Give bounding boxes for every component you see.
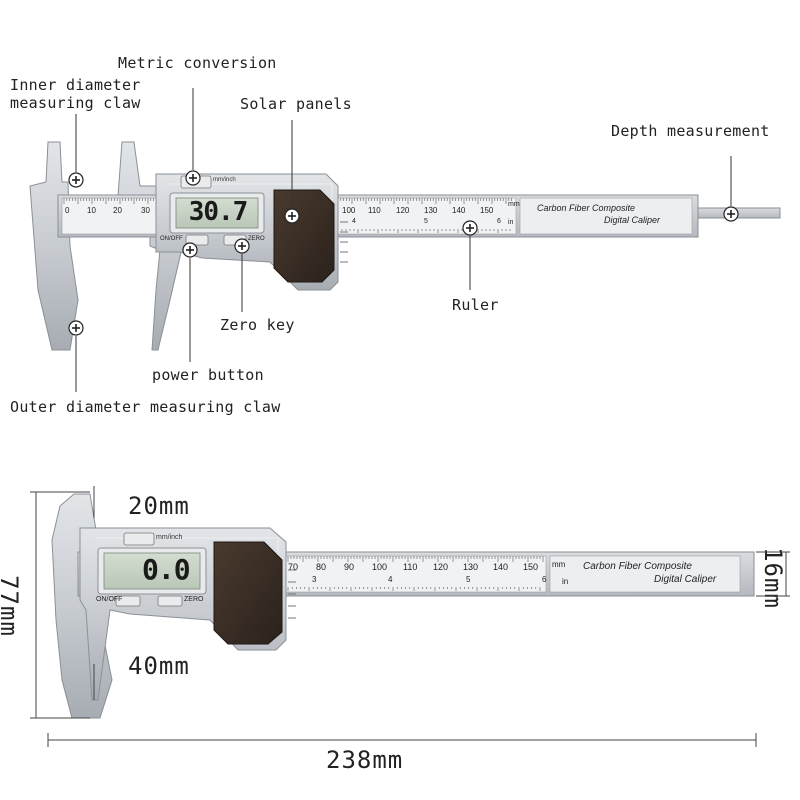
top-inch-0: 4: [352, 218, 356, 225]
bottom-scale-3: 100: [372, 562, 388, 572]
callout-target-icon: [68, 172, 84, 188]
label-solar-panels: Solar panels: [240, 95, 352, 113]
top-scale-right-1: 110: [368, 206, 381, 215]
bottom-scale-5: 120: [433, 562, 449, 572]
top-on-off-label: ON/OFF: [160, 236, 183, 242]
bottom-mm-inch-button[interactable]: [123, 532, 155, 546]
bottom-scale-0: 70: [288, 562, 299, 572]
top-lcd-value: 30.7: [188, 197, 249, 227]
callout-target-icon: [462, 220, 478, 236]
top-solar-panel: [273, 189, 335, 283]
bottom-on-off-label: ON/OFF: [96, 596, 123, 603]
label-inner-claw-2: measuring claw: [10, 94, 141, 112]
bottom-solar-panel: [213, 541, 283, 645]
top-scale-right-2: 120: [396, 206, 410, 215]
bottom-inch-0: 3: [312, 575, 317, 584]
bottom-mm-inch-label: mm/inch: [156, 534, 183, 541]
bottom-scale-7: 140: [493, 562, 509, 572]
bottom-scale-4: 110: [403, 562, 418, 572]
bottom-scale-8: 150: [523, 562, 539, 572]
top-mm-inch-label: mm/inch: [213, 177, 236, 183]
depth-rod: [697, 207, 781, 219]
dim-claw-bottom: 40mm: [128, 652, 190, 680]
bottom-mm-unit: mm: [552, 560, 566, 569]
top-scale-left-2: 20: [113, 206, 122, 215]
dim-claw-top: 20mm: [128, 492, 190, 520]
top-scale-right-4: 140: [452, 206, 466, 215]
label-outer-claw: Outer diameter measuring claw: [10, 398, 281, 416]
top-mm-unit: mm: [508, 201, 520, 208]
bottom-inch-1: 4: [388, 575, 393, 584]
bottom-on-off-button[interactable]: [115, 595, 141, 607]
top-scale-right-5: 150: [480, 206, 494, 215]
callout-target-icon: [234, 238, 250, 254]
callout-target-icon: [723, 206, 739, 222]
top-in-unit: in: [508, 219, 514, 226]
bottom-lcd-value: 0.0: [142, 553, 191, 586]
bottom-inch-3: 6: [542, 575, 547, 584]
top-fixed-jaw: [29, 141, 79, 351]
bottom-inch-2: 5: [466, 575, 471, 584]
top-inch-1: 5: [424, 218, 428, 225]
bottom-in-unit: in: [562, 577, 569, 586]
label-depth-measurement: Depth measurement: [611, 122, 770, 140]
top-scale-left-0: 0: [65, 206, 70, 215]
bottom-scale-2: 90: [344, 562, 355, 572]
label-metric-conversion: Metric conversion: [118, 54, 277, 72]
dimension-lines: [30, 486, 790, 747]
top-scale-left-3: 30: [141, 206, 150, 215]
callout-target-icon: [68, 320, 84, 336]
callout-target-icon: [182, 242, 198, 258]
top-scale-left-1: 10: [87, 206, 96, 215]
top-on-off-button[interactable]: [185, 234, 209, 246]
bottom-scale-6: 130: [463, 562, 479, 572]
top-inch-2: 6: [497, 218, 501, 225]
top-scale-right-0: 100: [342, 206, 356, 215]
callout-target-icon: [284, 208, 300, 224]
bottom-brand-line2: Digital Caliper: [654, 574, 717, 585]
dim-length: 238mm: [326, 746, 404, 774]
top-zero-label: ZERO: [248, 236, 265, 242]
bottom-scale-1: 80: [316, 562, 327, 572]
bottom-zero-button[interactable]: [157, 595, 183, 607]
top-brand-line1: Carbon Fiber Composite: [537, 203, 636, 213]
label-power-button: power button: [152, 366, 264, 384]
top-brand-line2: Digital Caliper: [604, 215, 661, 225]
top-scale-right-3: 130: [424, 206, 438, 215]
label-inner-claw-1: Inner diameter: [10, 76, 141, 94]
callout-target-icon: [185, 170, 201, 186]
label-ruler: Ruler: [452, 296, 499, 314]
label-zero-key: Zero key: [220, 316, 295, 334]
bottom-brand-line1: Carbon Fiber Composite: [583, 561, 692, 572]
bottom-zero-label: ZERO: [184, 596, 204, 603]
